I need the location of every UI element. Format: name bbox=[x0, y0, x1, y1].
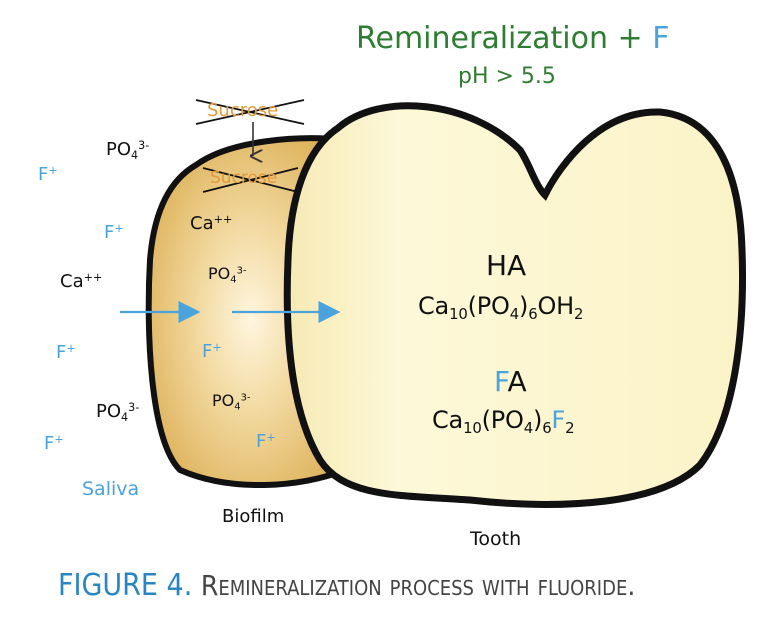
ha-sub-10: 10 bbox=[449, 305, 468, 324]
ha-part-po: (PO bbox=[467, 292, 510, 320]
ha-part-ca: Ca bbox=[418, 292, 450, 320]
title-fluoride: F bbox=[652, 21, 670, 56]
sucrose-top-label: Sucrose bbox=[207, 100, 279, 121]
fa-sub-4: 4 bbox=[523, 419, 534, 438]
fa-label: FA bbox=[494, 368, 527, 396]
biofilm-label: Biofilm bbox=[222, 506, 285, 527]
f-sup: + bbox=[48, 164, 58, 177]
fa-part-po: (PO bbox=[481, 406, 524, 434]
po4-sup: 3- bbox=[240, 392, 251, 404]
tooth-label: Tooth bbox=[470, 528, 522, 550]
saliva-calcium: Ca++ bbox=[60, 272, 102, 291]
ca-base: Ca bbox=[190, 213, 214, 235]
f-sup: + bbox=[266, 431, 276, 444]
fa-formula: Ca10(PO4)6F2 bbox=[432, 406, 575, 438]
f-sup: + bbox=[54, 433, 64, 446]
f-base: F bbox=[104, 222, 115, 244]
sucrose-bottom-label: Sucrose bbox=[210, 168, 278, 188]
po4-sup: 3- bbox=[236, 265, 247, 277]
ca-sup: ++ bbox=[213, 213, 233, 226]
ha-formula: Ca10(PO4)6OH2 bbox=[418, 294, 583, 322]
fa-sub-2: 2 bbox=[565, 419, 575, 438]
f-sup: + bbox=[66, 342, 76, 355]
title-plus: + bbox=[617, 21, 643, 56]
remineralization-title: Remineralization + F bbox=[356, 24, 669, 54]
biofilm-phosphate-1: PO43- bbox=[208, 266, 246, 285]
po4-base: PO bbox=[208, 264, 231, 283]
po4-sub: 4 bbox=[131, 149, 139, 163]
f-base: F bbox=[256, 431, 267, 453]
ha-sub-4: 4 bbox=[509, 305, 520, 324]
figure-caption-text: Remineralization process with fluoride. bbox=[200, 569, 636, 602]
fa-sub-6: 6 bbox=[542, 419, 552, 438]
figure-caption: FIGURE 4. Remineralization process with … bbox=[58, 568, 635, 603]
ha-sub-6: 6 bbox=[528, 305, 538, 324]
f-sup: + bbox=[114, 222, 124, 235]
po4-base: PO bbox=[96, 401, 122, 423]
biofilm-fluoride-2: F+ bbox=[256, 432, 276, 451]
fa-part-ca: Ca bbox=[432, 406, 464, 434]
f-base: F bbox=[44, 433, 55, 455]
fa-letter-f: F bbox=[494, 365, 508, 398]
saliva-fluoride-3: F+ bbox=[56, 343, 76, 362]
ha-sub-2: 2 bbox=[574, 305, 584, 324]
ha-part-paren: ) bbox=[519, 292, 529, 320]
po4-sup: 3- bbox=[128, 401, 140, 414]
saliva-label: Saliva bbox=[82, 478, 140, 500]
biofilm-phosphate-2: PO43- bbox=[212, 393, 250, 412]
figure-number: FIGURE 4. bbox=[58, 568, 193, 603]
ha-part-oh: OH bbox=[537, 292, 574, 320]
po4-sub: 4 bbox=[234, 401, 241, 413]
saliva-fluoride-4: F+ bbox=[44, 434, 64, 453]
sucrose-top-cross bbox=[195, 99, 305, 125]
fa-letter-a: A bbox=[507, 365, 527, 398]
fa-sub-10: 10 bbox=[463, 419, 482, 438]
biofilm-fluoride-1: F+ bbox=[202, 342, 222, 361]
fa-part-paren: ) bbox=[533, 406, 543, 434]
po4-sub: 4 bbox=[230, 274, 237, 286]
saliva-phosphate-1: PO43- bbox=[106, 140, 149, 161]
biofilm-calcium: Ca++ bbox=[190, 214, 232, 233]
po4-sub: 4 bbox=[121, 411, 129, 425]
saliva-fluoride-2: F+ bbox=[104, 223, 124, 242]
po4-sup: 3- bbox=[138, 139, 150, 152]
fa-part-f: F bbox=[551, 406, 566, 434]
f-base: F bbox=[56, 342, 67, 364]
po4-base: PO bbox=[106, 139, 132, 161]
f-base: F bbox=[202, 341, 213, 363]
f-base: F bbox=[38, 164, 49, 186]
saliva-fluoride-1: F+ bbox=[38, 165, 58, 184]
sucrose-bottom-cross bbox=[202, 167, 299, 193]
title-main: Remineralization bbox=[356, 21, 608, 56]
ha-label: HA bbox=[486, 249, 527, 282]
ca-sup: ++ bbox=[83, 271, 103, 284]
ca-base: Ca bbox=[60, 271, 84, 293]
f-sup: + bbox=[212, 341, 222, 354]
saliva-phosphate-2: PO43- bbox=[96, 402, 139, 423]
ph-label: pH > 5.5 bbox=[458, 64, 556, 89]
po4-base: PO bbox=[212, 391, 235, 410]
tooth-shape bbox=[283, 102, 746, 508]
